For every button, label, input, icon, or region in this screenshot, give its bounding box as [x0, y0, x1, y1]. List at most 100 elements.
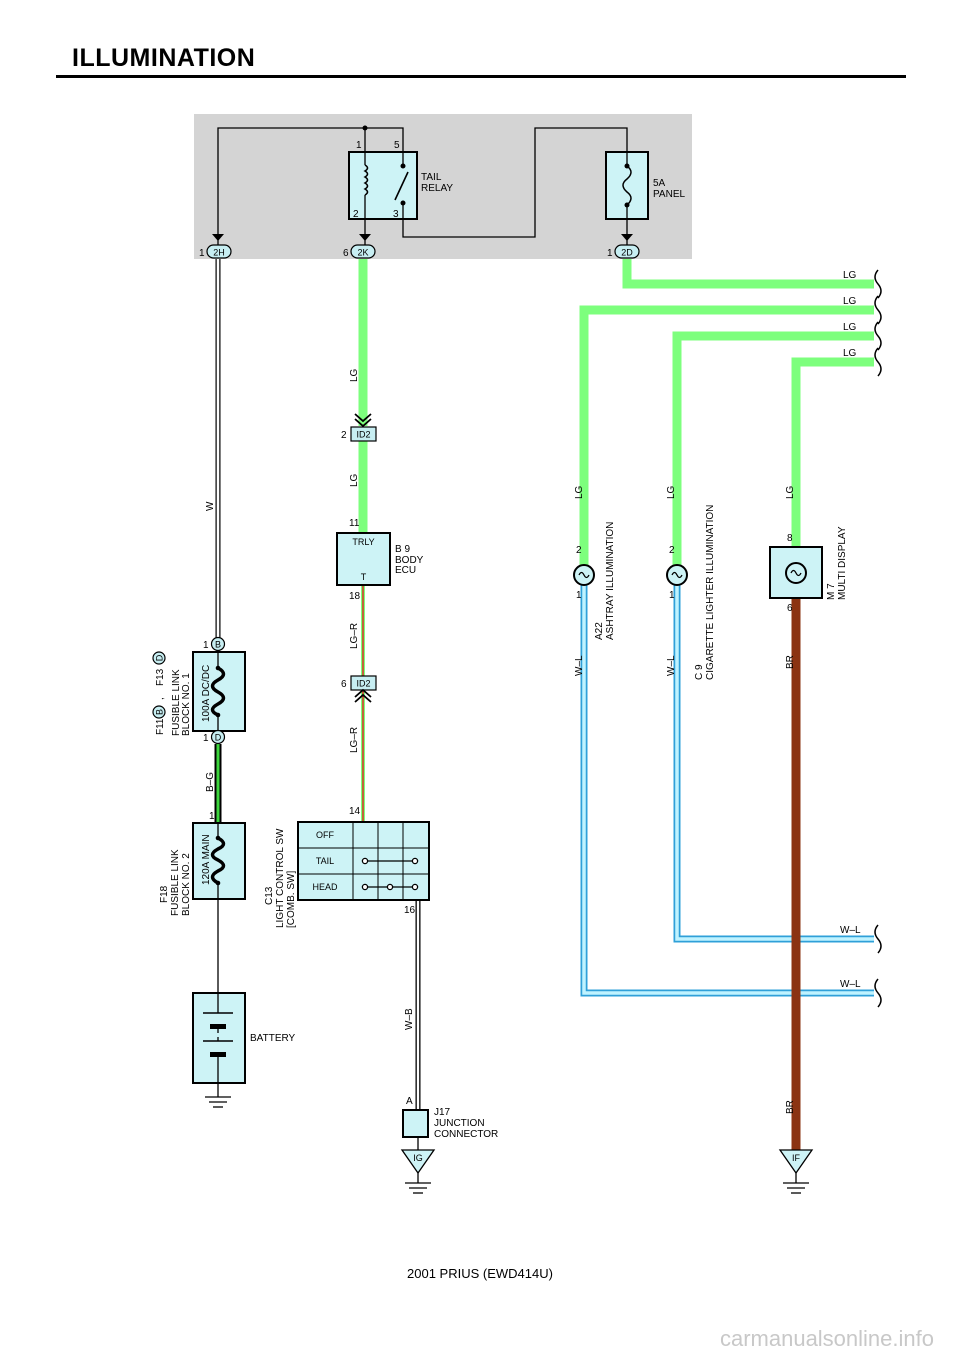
chevron-down-icon: [354, 418, 372, 428]
fl1-badge-bottom-label: D: [215, 733, 222, 743]
chevron-up-icon: [354, 693, 372, 703]
tail-relay: 1 5 2 3 TAIL RELAY: [348, 140, 453, 220]
wire-break-symbols: [874, 269, 882, 1008]
multi-name: MULTI DISPLAY: [837, 526, 848, 600]
fl1-code-b: F13: [155, 668, 166, 686]
switch-pin-16: 16: [404, 905, 416, 916]
body-ecu-code: B 9: [395, 544, 410, 555]
lighter-pin-2: 2: [669, 545, 675, 556]
wire-labels: W LG LG LG–R LG–R B–G W–B LG LG LG W–L W…: [205, 368, 796, 1114]
battery-plate-4: [210, 1052, 226, 1057]
multi-pin-6: 6: [787, 603, 793, 614]
battery: BATTERY: [192, 992, 296, 1108]
fl1-pin-bottom: 1: [203, 733, 209, 744]
wire-label-wb: W–B: [404, 1008, 415, 1030]
switch-head-pin-2: [386, 883, 394, 891]
fl2-label-1: FUSIBLE LINK: [170, 849, 181, 916]
wire-label-lg-1: LG: [843, 270, 857, 281]
panel-fuse: 5A PANEL: [605, 151, 685, 220]
fl2-pin-top: 1: [209, 811, 215, 822]
switch-pos-off: OFF: [316, 830, 334, 840]
multi-pin-8: 8: [787, 533, 793, 544]
ground-point-if: [778, 1149, 814, 1175]
id2-upper-body: [350, 426, 377, 442]
connector-2h-pin: 1: [199, 248, 205, 259]
connector-2k: 2K 6: [343, 234, 376, 259]
fl1-code-b-badge-label: D: [155, 654, 165, 661]
right-lg-labels: LG LG LG LG W–L W–L: [840, 270, 861, 990]
wires: [214, 125, 874, 1150]
wire-label-lg-3: LG: [843, 322, 857, 333]
title-rule: [56, 75, 906, 78]
ashtray-code: A22: [594, 622, 605, 640]
relay-pin-1: 1: [356, 140, 362, 151]
fl1-label-1: FUSIBLE LINK: [171, 669, 182, 736]
lighter-illumination: 2 1 C 9 CIGARETTE LIGHTER ILLUMINATION: [666, 505, 716, 680]
arrow-icon: [359, 234, 371, 241]
fusible-link-icon: [210, 666, 226, 717]
body-ecu-label-2: ECU: [395, 565, 416, 576]
id2-lower-pin: 6: [341, 679, 347, 690]
battery-box: [192, 992, 246, 1084]
relay-box: [348, 151, 418, 220]
body-ecu-box: [336, 532, 391, 586]
id2-upper-id: ID2: [356, 430, 370, 440]
wire-label-multi-lg: LG: [785, 485, 796, 499]
fl1-badge-top-label: B: [215, 640, 221, 650]
break-6: [874, 978, 882, 1008]
wire-label-lg-4: LG: [843, 348, 857, 359]
junction-connectors: 2H 1 2K 6 2D 1: [199, 234, 640, 259]
page-title: ILLUMINATION: [72, 44, 256, 72]
fl2-code: F18: [159, 885, 170, 903]
fl1-code-a-badge: [152, 705, 166, 719]
ashtray-name: ASHTRAY ILLUMINATION: [605, 522, 616, 640]
multi-code: M 7: [826, 583, 837, 600]
fl1-pin-top: 1: [203, 640, 209, 651]
break-3: [874, 321, 882, 351]
wire-wl-ashtray: [582, 584, 874, 995]
light-control-switch: OFF TAIL HEAD 14 16 C13 LIGHT CONTROL SW…: [264, 806, 430, 928]
connector-2k-body: [350, 244, 376, 259]
switch-pin-14: 14: [349, 806, 361, 817]
break-1: [874, 269, 882, 299]
relay-switch-icon: [394, 171, 409, 201]
fusible-link-2: 1 120A MAIN F18 FUSIBLE LINK BLOCK NO. 2: [159, 811, 246, 916]
fl1-code-a-badge-label: B: [155, 709, 165, 715]
wire-label-lg-b: LG: [349, 473, 360, 487]
battery-plate-2: [210, 1024, 226, 1029]
wire-label-ashtray-wl: W–L: [574, 655, 585, 676]
wire-label-lighter-wl: W–L: [666, 655, 677, 676]
body-ecu-t: T: [361, 572, 367, 582]
bulb-filament: [578, 571, 590, 579]
switch-pos-tail: TAIL: [316, 856, 334, 866]
fl1-rating: 100A DC/DC: [201, 665, 212, 722]
wire-relay-pin3: [402, 127, 628, 238]
body-ecu-label-1: BODY: [395, 555, 424, 566]
break-5: [874, 924, 882, 954]
ground-icon: [205, 1096, 231, 1108]
relay-pin-3: 3: [393, 209, 399, 220]
fuse-label-1: 5A: [653, 178, 666, 189]
wire-label-lighter-lg: LG: [666, 485, 677, 499]
switch-label-1: LIGHT CONTROL SW: [275, 828, 286, 928]
wire-label-w: W: [205, 501, 216, 511]
j17-label-1: JUNCTION: [434, 1118, 485, 1129]
switch-head-pin-1: [361, 883, 369, 891]
break-2: [874, 295, 882, 325]
body-ecu: TRLY T 11 18 B 9 BODY ECU: [336, 518, 424, 602]
id2-lower: ID2 6: [341, 675, 377, 703]
wire-label-multi-br: BR: [785, 655, 796, 669]
wire-wl-ashtray-outline: [580, 584, 874, 997]
wire-label-wl-1: W–L: [840, 925, 861, 936]
multi-display: 8 6 M 7 MULTI DISPLAY: [769, 526, 848, 614]
wire-lg-ashtray: [579, 305, 874, 567]
wire-lg-multi: [791, 357, 874, 547]
ground-icon: [783, 1182, 809, 1194]
fl1-label-2: BLOCK NO. 1: [181, 673, 192, 736]
fl2-rating: 120A MAIN: [201, 834, 212, 885]
id2-lower-id: ID2: [356, 679, 370, 689]
fusible-link-1: B 1 D 1 100A DC/DC F11 B , F13 D FUSIBLE…: [152, 636, 246, 745]
wire-lg-2d: [622, 259, 874, 289]
wire-label-wl-2: W–L: [840, 979, 861, 990]
